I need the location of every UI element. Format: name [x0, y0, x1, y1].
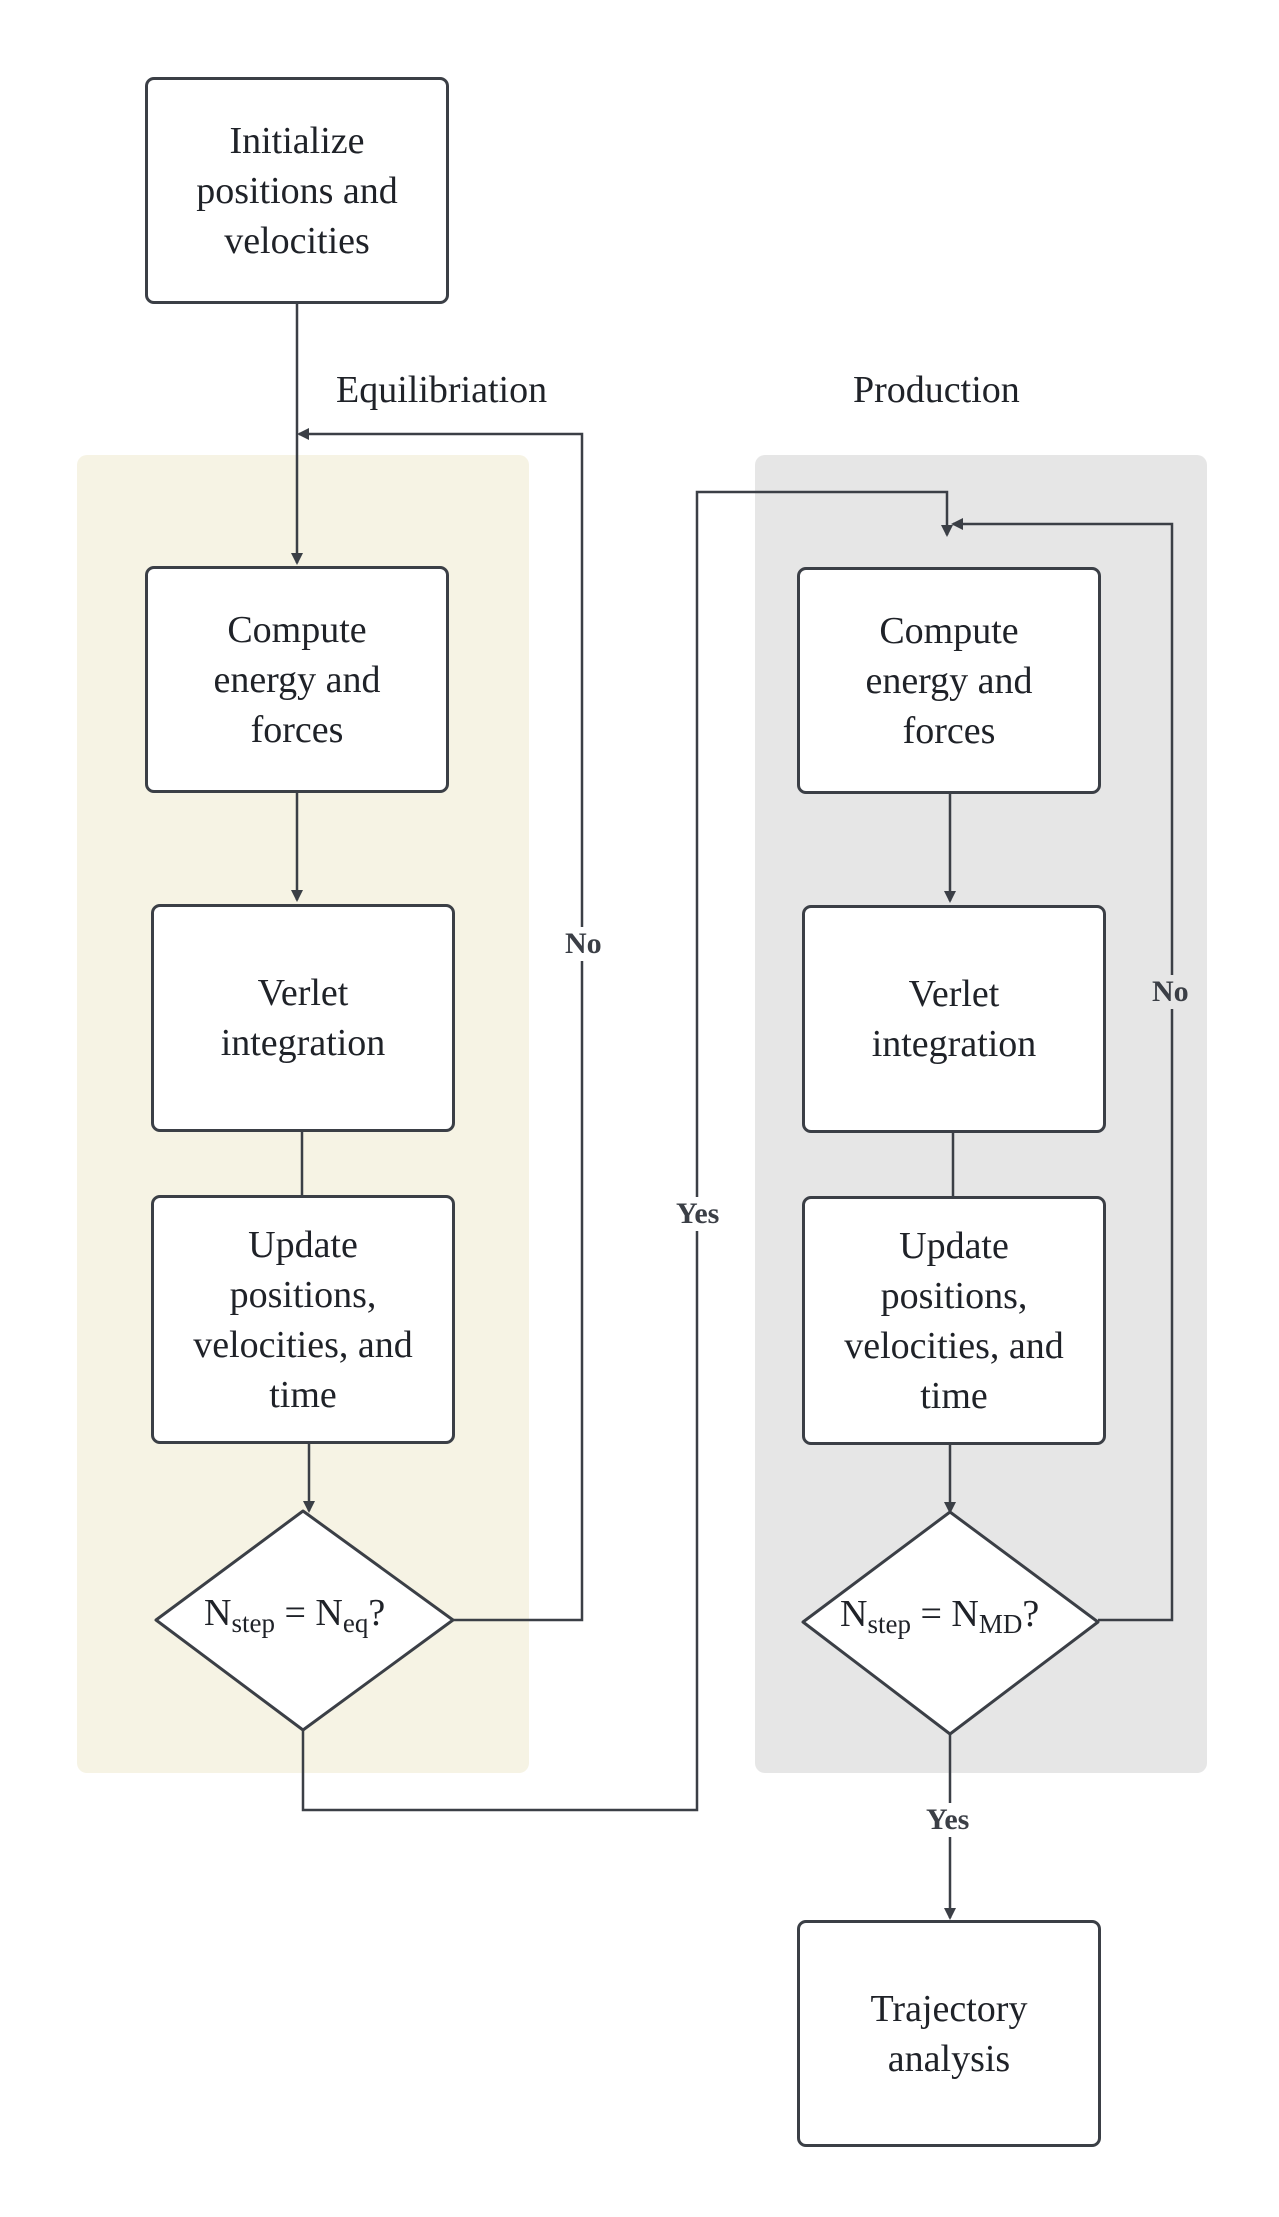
initialize-label: Initialize positions and velocities [196, 119, 398, 262]
equilibration-title: Equilibriation [336, 369, 548, 411]
md-compute-box: Compute energy and forces [797, 567, 1101, 794]
md-yes-label: Yes [923, 1803, 973, 1837]
trajectory-label: Trajectory analysis [870, 1987, 1028, 2080]
eq-verlet-box: Verlet integration [151, 904, 455, 1132]
eq-compute-label: Compute energy and forces [213, 608, 381, 751]
arrow-md-no-loop [951, 518, 1174, 1622]
eq-yes-label: Yes [673, 1197, 723, 1231]
md-update-box: Update positions, velocities, and time [802, 1196, 1106, 1445]
eq-compute-box: Compute energy and forces [145, 566, 449, 793]
md-compute-label: Compute energy and forces [865, 609, 1033, 752]
production-title: Production [853, 369, 1020, 411]
md-verlet-label: Verlet integration [871, 973, 1037, 1065]
eq-verlet-label: Verlet integration [220, 972, 386, 1064]
md-decision-label: Nstep = NMD? [840, 1593, 1040, 1639]
arrow-eq-no-loop [297, 428, 584, 1622]
eq-no-label: No [563, 927, 604, 961]
trajectory-box: Trajectory analysis [797, 1920, 1101, 2147]
md-update-label: Update positions, velocities, and time [844, 1224, 1064, 1417]
eq-decision-label: Nstep = Neq? [204, 1592, 386, 1638]
initialize-box: Initialize positions and velocities [145, 77, 449, 304]
eq-update-label: Update positions, velocities, and time [193, 1223, 413, 1416]
md-no-label: No [1150, 975, 1191, 1009]
md-decision-diamond [801, 1510, 1100, 1736]
md-verlet-box: Verlet integration [802, 905, 1106, 1133]
eq-update-box: Update positions, velocities, and time [151, 1195, 455, 1444]
eq-decision-diamond [154, 1509, 455, 1732]
arrow-eq-yes-to-md [301, 490, 953, 1812]
